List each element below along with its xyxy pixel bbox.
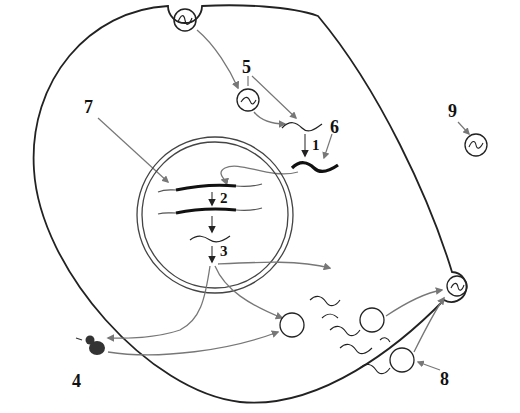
viral-rna [178, 16, 192, 25]
transcript-rna [190, 236, 230, 242]
callout-number: 4 [72, 372, 81, 390]
step-number: 1 [312, 138, 320, 153]
rna-strands [310, 296, 390, 373]
callout-number: 9 [448, 102, 457, 120]
entering-virus [174, 9, 196, 31]
budding-virus [447, 276, 467, 296]
callout-number: 6 [330, 118, 339, 136]
callout-number: 7 [84, 98, 93, 116]
callout-number: 8 [440, 370, 449, 388]
host-dna [158, 190, 176, 192]
viral-dna [292, 163, 338, 172]
capsid [280, 313, 304, 337]
released-rna [282, 123, 322, 131]
ribosome [76, 336, 105, 356]
callout-number: 5 [242, 58, 251, 76]
released-virion [465, 134, 487, 156]
capsid [390, 348, 414, 372]
vesicle [237, 89, 259, 111]
cell-membrane [34, 5, 467, 402]
nucleus [137, 137, 293, 293]
step-number: 3 [220, 244, 228, 259]
step-number: 2 [220, 191, 228, 206]
capsid [360, 308, 384, 332]
